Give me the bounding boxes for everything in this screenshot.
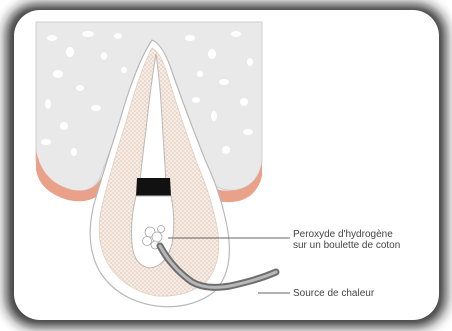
canal-seal xyxy=(136,178,171,196)
peroxide-callout: Peroxyde d'hydrogène sur un boulette de … xyxy=(293,229,400,251)
peroxide-label-line1: Peroxyde d'hydrogène xyxy=(293,229,400,240)
peroxide-label-line2: sur un boulette de coton xyxy=(293,240,400,251)
heat-source-label: Source de chaleur xyxy=(293,288,374,299)
